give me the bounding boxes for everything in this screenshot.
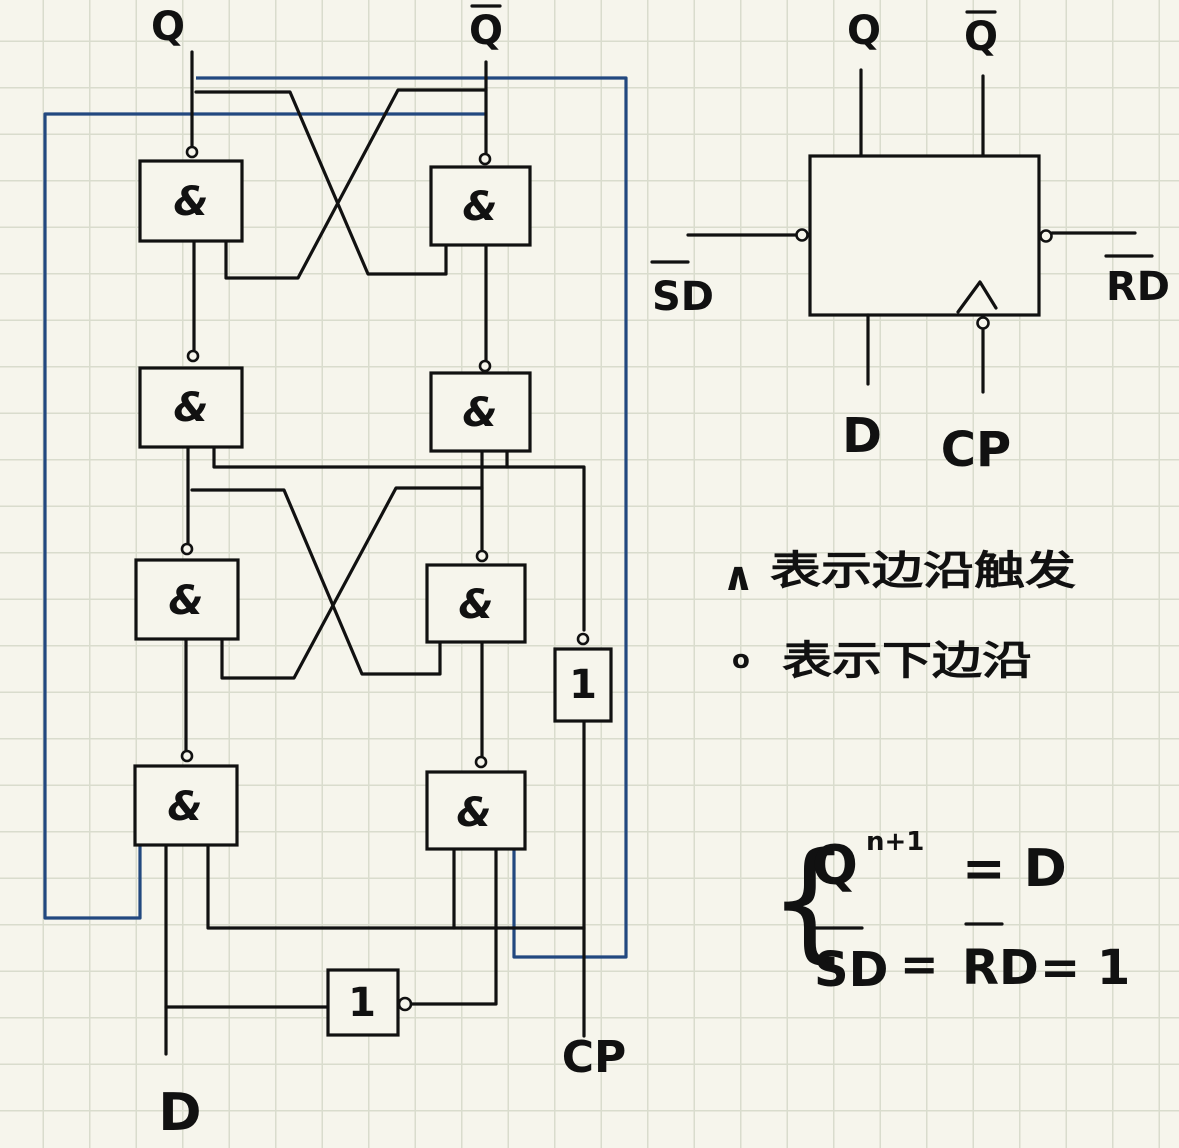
- gate-g2: &: [429, 152, 532, 247]
- gate-g5-symbol: &: [169, 578, 204, 624]
- gate-g5: &: [134, 542, 240, 641]
- gate-g3-symbol: &: [174, 385, 209, 431]
- gate-not-cp-symbol: 1: [569, 662, 597, 708]
- feedback-wire-qbar: [196, 76, 628, 959]
- block-sd-label: SD: [652, 274, 714, 320]
- circuit-q-label: Q: [151, 4, 185, 50]
- eq-q-symbol: Q: [812, 834, 858, 897]
- legend-edge-text: 表示边沿触发: [770, 548, 1076, 594]
- eq-superscript: n+1: [866, 827, 924, 857]
- gate-g6: &: [425, 549, 527, 644]
- gate-g3: &: [138, 349, 244, 449]
- equations: { Q n+1 = D SD = RD = 1: [768, 824, 1130, 998]
- block-d-label: D: [842, 408, 882, 464]
- gate-g8: &: [425, 755, 527, 851]
- block-qbar: Q: [964, 10, 998, 60]
- gate-g8-symbol: &: [457, 790, 492, 836]
- legend-bubble-text: 表示下边沿: [782, 638, 1032, 684]
- eq-equals: =: [900, 937, 939, 991]
- gate-g7-symbol: &: [168, 784, 203, 830]
- legend-bubble-symbol: o: [732, 645, 750, 675]
- block-rd: RD: [1104, 254, 1170, 310]
- feedback-wire-q: [43, 112, 486, 920]
- logic-wires: [164, 50, 586, 1056]
- gate-g2-symbol: &: [463, 184, 498, 230]
- circuit-qbar: Q: [469, 4, 503, 54]
- gate-g7: &: [133, 749, 239, 847]
- edge-trigger-icon: [956, 280, 998, 314]
- eq-rd-symbol: RD: [962, 940, 1039, 996]
- gate-g6-symbol: &: [459, 582, 494, 628]
- gate-g4: &: [429, 359, 532, 453]
- block-qbar-label: Q: [964, 14, 998, 60]
- block-sd: SD: [650, 260, 714, 320]
- gate-g4-symbol: &: [463, 390, 498, 436]
- circuit-cp-label: CP: [562, 1032, 627, 1083]
- gate-g1-symbol: &: [174, 179, 209, 225]
- block-rd-label: RD: [1106, 264, 1170, 310]
- legend: ∧ 表示边沿触发 o 表示下边沿: [722, 548, 1076, 684]
- block-q-label: Q: [847, 8, 881, 54]
- circuit-d-label: D: [158, 1083, 201, 1143]
- eq-line1-rhs: = D: [962, 839, 1067, 899]
- eq-line2-rhs: = 1: [1040, 940, 1130, 996]
- block-cp-label: CP: [941, 422, 1011, 478]
- gate-not-d: 1: [326, 968, 413, 1037]
- legend-edge-symbol: ∧: [722, 554, 754, 600]
- circuit-qbar-label: Q: [469, 8, 503, 54]
- flip-flop-block: [686, 68, 1137, 394]
- gate-not-d-symbol: 1: [348, 980, 376, 1026]
- equation-brace: {: [768, 824, 851, 976]
- eq-sd-symbol: SD: [814, 942, 888, 998]
- gate-not-cp: 1: [553, 632, 613, 723]
- gate-g1: &: [138, 145, 244, 243]
